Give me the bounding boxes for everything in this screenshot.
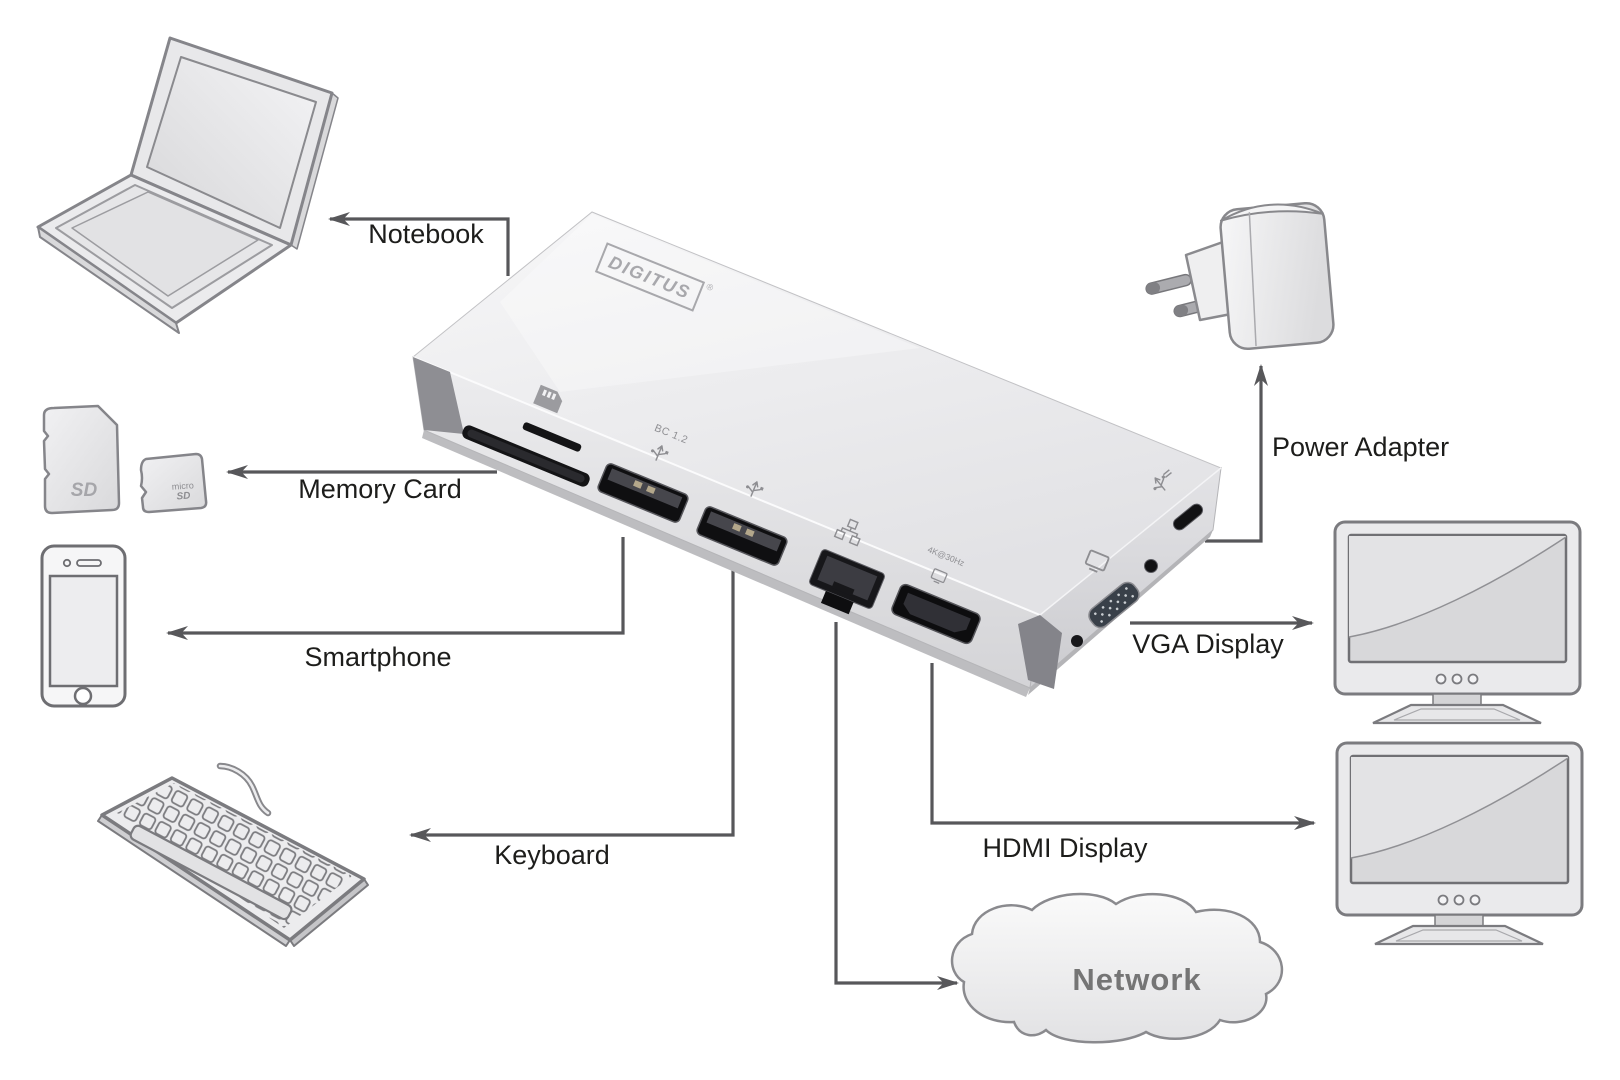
keyboard-front-bezel bbox=[129, 824, 293, 921]
connector-lines bbox=[166, 212, 1316, 990]
notebook-label: Notebook bbox=[368, 219, 484, 249]
dock-brand-registered: ® bbox=[705, 281, 715, 293]
audio-jack bbox=[1144, 559, 1158, 573]
hdmi-display-connector bbox=[930, 663, 1316, 830]
network-label: Network bbox=[1072, 962, 1202, 997]
sd-card-body bbox=[42, 404, 121, 515]
micro-sd-card-illustration: micro SD bbox=[139, 452, 208, 514]
hdmi-display-label: HDMI Display bbox=[982, 833, 1148, 863]
micro-sd-logo-line1: micro bbox=[171, 480, 194, 492]
smartphone-connector bbox=[166, 537, 625, 640]
keyboard-keys bbox=[117, 783, 352, 928]
usb-port-2 bbox=[696, 506, 788, 566]
vga-screw-hole bbox=[1071, 635, 1083, 647]
keyboard-cable-highlight bbox=[218, 764, 270, 815]
keyboard-label: Keyboard bbox=[494, 840, 610, 870]
sd-card-illustration: SD bbox=[42, 404, 121, 515]
smartphone-label: Smartphone bbox=[304, 642, 452, 672]
smartphone-speaker bbox=[76, 559, 102, 567]
notebook-screen bbox=[146, 56, 317, 229]
dock-right-chamfer bbox=[1039, 467, 1222, 616]
smartphone-screen bbox=[48, 574, 119, 688]
hdmi-port bbox=[891, 583, 981, 645]
hdmi-monitor-illustration bbox=[1335, 741, 1584, 946]
smartphone-home-button bbox=[73, 686, 93, 706]
power-adapter-illustration bbox=[1145, 201, 1335, 351]
dock-left-corner-cap bbox=[413, 357, 464, 434]
keyboard-connector bbox=[409, 568, 735, 842]
vga-port bbox=[1088, 581, 1140, 629]
notebook-connector bbox=[328, 212, 510, 276]
sd-card-slot-icon bbox=[533, 384, 563, 414]
vga-display-label: VGA Display bbox=[1132, 629, 1284, 659]
power-adapter-label: Power Adapter bbox=[1272, 432, 1450, 462]
notebook-front-edge bbox=[37, 226, 180, 334]
sd-card-slot bbox=[462, 425, 590, 487]
power-adapter-connector bbox=[1205, 364, 1268, 543]
docking-station: DIGITUS ® BC 1.2 4K@30Hz bbox=[412, 211, 1222, 697]
sd-logo: SD bbox=[71, 480, 98, 501]
dock-front-chamfer bbox=[412, 356, 1041, 616]
smartphone-camera bbox=[62, 558, 72, 568]
smartphone-illustration bbox=[40, 544, 127, 708]
plug-prong-1 bbox=[1145, 273, 1192, 295]
usb-power-icon bbox=[1147, 469, 1173, 496]
network-cloud bbox=[950, 892, 1283, 1044]
dock-top-sheen bbox=[500, 214, 920, 392]
ethernet-port bbox=[809, 549, 885, 615]
usb-c-power-port bbox=[1172, 503, 1204, 531]
micro-sd-logo-line2: SD bbox=[176, 491, 191, 503]
micro-sd-body bbox=[139, 452, 208, 514]
vga-monitor-illustration bbox=[1333, 520, 1582, 725]
usb-port-1 bbox=[597, 463, 689, 523]
keyboard-illustration bbox=[97, 762, 369, 947]
network-connector bbox=[834, 622, 959, 990]
notebook-keys-area bbox=[71, 191, 259, 297]
micro-sd-slot bbox=[522, 422, 582, 452]
dock-right-corner-cap bbox=[1018, 615, 1062, 689]
notebook-illustration bbox=[36, 36, 339, 334]
dock-bottom-edge-front bbox=[422, 430, 1030, 697]
memory-card-label: Memory Card bbox=[298, 474, 462, 504]
adapter-body bbox=[1219, 201, 1335, 351]
